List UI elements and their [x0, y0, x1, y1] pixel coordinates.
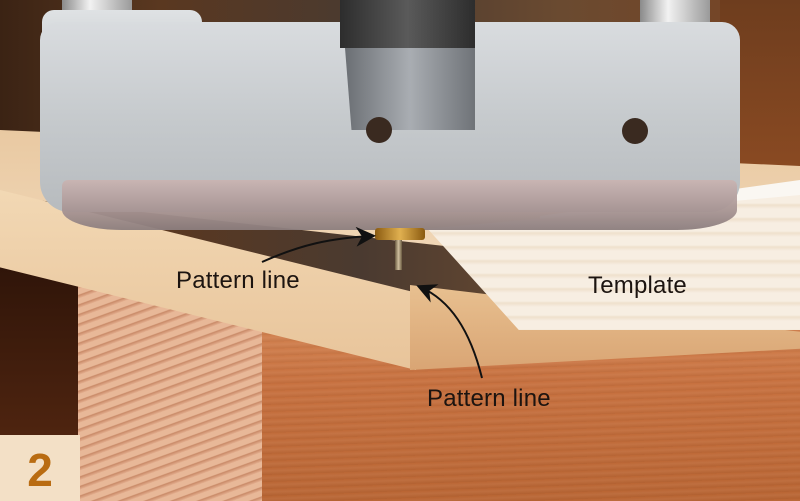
router-base-hole-right — [622, 118, 648, 144]
collet-nut-upper — [340, 0, 475, 48]
label-template: Template — [588, 272, 687, 299]
router-bit — [395, 240, 402, 270]
step-badge: 2 — [0, 435, 80, 501]
collet-nut-hex — [345, 48, 475, 130]
step-number: 2 — [27, 444, 53, 496]
label-pattern-line-upper: Pattern line — [176, 267, 300, 294]
bit-bearing — [375, 228, 425, 240]
label-pattern-line-lower: Pattern line — [427, 385, 551, 412]
router-clear-subbase — [62, 180, 737, 230]
router-base-hole-left — [366, 117, 392, 143]
